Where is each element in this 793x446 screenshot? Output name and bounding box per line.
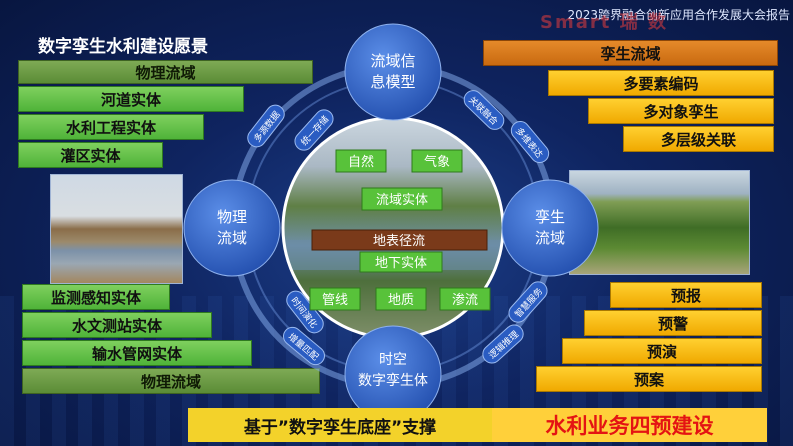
banner-right: 水利业务四预建设 [492,408,767,442]
arc-label-bottom-right-inner: 逻辑推理 [482,324,524,364]
arc-label-bottom-right-outer: 智慧服务 [508,281,548,323]
node-top-line2: 息模型 [370,73,415,91]
right-bar-plan: 预案 [536,366,762,392]
right-bar-multi-object-twin: 多对象孪生 [588,98,774,124]
node-top-line1: 流域信 [370,52,415,70]
svg-text:地表径流: 地表径流 [373,234,425,249]
node-bottom-line1: 时空 [379,352,407,368]
right-bar-warning: 预警 [584,310,762,336]
center-label-pipeline: 管线 [309,287,361,311]
left-bar-hydrologic-station-entity: 水文测站实体 [22,312,212,338]
report-title: 2023跨界融合创新应用合作发展大会报告 [567,8,790,22]
right-bar-multi-level-association: 多层级关联 [623,126,774,152]
right-bar-multi-element-coding: 多要素编码 [548,70,774,96]
right-bar-twin-basin: 孪生流域 [483,40,778,66]
center-label-underground-entity: 地下实体 [359,251,443,273]
canal-photo [50,174,183,284]
center-label-basin-entity: 流域实体 [361,187,443,211]
left-bar-hydraulic-entity: 水利工程实体 [18,114,204,140]
right-bar-rehearsal: 预演 [562,338,762,364]
svg-text:地下实体: 地下实体 [375,256,427,271]
svg-text:气象: 气象 [424,154,450,170]
left-bar-pipe-network-entity: 输水管网实体 [22,340,252,366]
center-label-surface-runoff: 地表径流 [311,229,488,251]
slide-title: 数字孪生水利建设愿景 [38,37,208,57]
svg-text:渗流: 渗流 [452,293,478,308]
node-bottom-line2: 数字孪生体 [358,372,428,389]
center-label-nature: 自然 [335,149,387,173]
arc-label-top-left-inner: 统一存储 [294,109,334,151]
node-top [344,23,442,121]
left-bar-irrigation-entity: 灌区实体 [18,142,163,168]
brand-watermark: Smart 瑞 数 [540,12,668,33]
left-bar-river-entity: 河道实体 [18,86,244,112]
left-bar-physical-basin-bottom: 物理流域 [22,368,320,394]
node-left [183,179,281,277]
center-label-geology: 地质 [375,287,427,311]
arc-label-top-right-inner: 多维表达 [510,121,550,163]
arc-label-bottom-left-inner: 增量匹配 [283,326,325,366]
svg-text:自然: 自然 [348,154,374,170]
node-right [501,179,599,277]
node-left-line1: 物理 [217,208,247,226]
node-left-line2: 流域 [217,229,247,247]
node-right-line1: 孪生 [535,208,565,226]
banner-left: 基于”数字孪生底座”支撑 [188,408,492,442]
left-bar-physical-basin: 物理流域 [18,60,313,84]
svg-text:管线: 管线 [322,293,348,308]
center-label-weather: 气象 [411,149,463,173]
svg-text:地质: 地质 [388,293,414,308]
right-bar-forecast: 预报 [610,282,762,308]
farmland-photo [569,170,750,275]
left-bar-monitoring-entity: 监测感知实体 [22,284,170,310]
center-label-seepage: 渗流 [439,287,491,311]
svg-text:流域实体: 流域实体 [376,193,428,208]
arc-label-top-left-outer: 多源数据 [247,104,285,148]
node-right-line2: 流域 [535,229,565,247]
